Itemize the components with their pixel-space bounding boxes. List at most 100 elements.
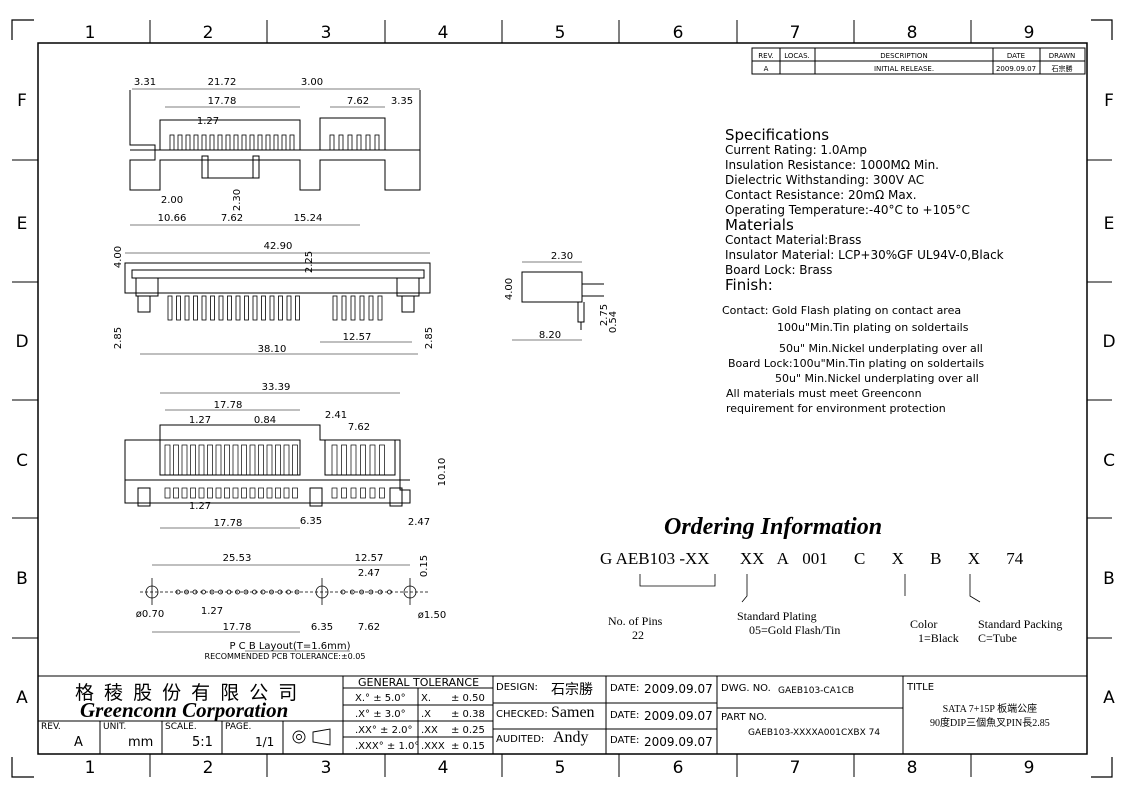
finish-line: All materials must meet Greenconn — [726, 387, 922, 400]
top-tooth — [185, 134, 191, 151]
code-part: C — [853, 549, 866, 568]
rev-value: A — [74, 735, 83, 750]
front-pin — [261, 295, 266, 321]
dimension-label: 10.10 — [437, 458, 448, 487]
top-tooth — [365, 134, 371, 151]
pcb-hole — [277, 589, 283, 595]
material-line: Board Lock: Brass — [725, 263, 833, 277]
top-tooth — [374, 134, 380, 151]
top-tooth — [338, 134, 344, 151]
rev-header-description: DESCRIPTION — [880, 52, 927, 60]
unit-value: mm — [128, 735, 154, 750]
bottom-tooth — [258, 444, 264, 476]
date-value: 2009.09.07 — [644, 709, 713, 723]
col-label-top: 5 — [555, 23, 566, 43]
bottom-pin — [283, 487, 290, 499]
front-pin — [227, 295, 232, 321]
dimension-label: 1.27 — [201, 606, 223, 617]
bottom-pin — [331, 487, 338, 499]
front-pin — [218, 295, 224, 321]
dimension-label: 25.53 — [223, 553, 252, 564]
row-label-left: C — [16, 451, 28, 471]
finish-line: Contact: Gold Flash plating on contact a… — [722, 304, 962, 317]
row-label-left: A — [16, 688, 28, 708]
finish-line: Board Lock:100u"Min.Tin plating on solde… — [728, 357, 985, 370]
code-part: A — [776, 549, 788, 568]
top-tooth — [289, 134, 295, 151]
top-tooth — [233, 134, 239, 151]
bottom-pin — [207, 487, 213, 499]
dimension-label: 8.20 — [539, 330, 561, 341]
dimension-label: 2.85 — [424, 327, 435, 349]
dimension-label: 17.78 — [208, 96, 237, 107]
bottom-tooth — [249, 444, 256, 476]
ordering-title: Ordering Information — [664, 514, 883, 540]
title-block-grid — [38, 675, 1087, 754]
audited-label: AUDITED: — [496, 734, 545, 745]
ordering-note-color: Color 1=Black — [910, 617, 959, 645]
checked-value: Samen — [551, 704, 595, 721]
dimension-label: 33.39 — [262, 382, 291, 393]
bottom-pin — [173, 487, 179, 499]
title-line: 90度DIP三個魚叉PIN長2.85 — [930, 718, 1050, 729]
pcb-hole — [269, 589, 274, 595]
pcb-hole — [226, 589, 232, 595]
bottom-tooth — [173, 444, 179, 476]
bottom-tooth — [292, 444, 298, 476]
finish-line: 50u" Min.Nickel underplating over all — [775, 372, 979, 385]
dimension-label: 17.78 — [223, 622, 252, 633]
note-value: 1=Black — [918, 631, 959, 645]
revision-table-text: REV. LOCAS. DESCRIPTION DATE DRAWN A INI… — [758, 52, 1075, 73]
top-tooth — [265, 134, 271, 151]
bottom-view-teeth — [164, 444, 385, 499]
front-pin — [193, 295, 198, 321]
title-line: SATA 7+15P 板端公座 — [942, 704, 1038, 715]
unit-label: UNIT. — [103, 722, 127, 732]
pcb-hole — [218, 589, 223, 595]
tolerance-key: X. — [421, 693, 432, 704]
code-part: 74 — [1006, 549, 1024, 568]
rev-header-drawn: DRAWN — [1049, 52, 1076, 60]
dimension-label: 0.15 — [419, 555, 430, 577]
rev-row-date: 2009.09.07 — [996, 65, 1036, 73]
grid-ticks — [12, 20, 1112, 777]
date-value: 2009.09.07 — [644, 735, 713, 749]
tolerance-title: GENERAL TOLERANCE — [358, 676, 480, 689]
bottom-tooth — [341, 444, 347, 476]
row-label-right: D — [1102, 332, 1115, 352]
company-name-en: Greenconn Corporation — [80, 698, 289, 722]
top-tooth — [193, 134, 199, 151]
pcb-tolerance: RECOMMENDED PCB TOLERANCE:±0.05 — [205, 652, 366, 661]
col-label-top: 6 — [673, 23, 684, 43]
col-label-top: 9 — [1024, 23, 1035, 43]
top-tooth — [257, 134, 263, 151]
bottom-tooth — [283, 444, 290, 476]
front-view-outline — [124, 262, 431, 313]
bottom-tooth — [379, 444, 385, 476]
pcb-hole — [184, 589, 189, 595]
dwg-no-label: DWG. NO. — [721, 683, 771, 694]
tolerance-linear: X.± 0.50 .X± 0.38 .XX± 0.25 .XXX± 0.15 — [421, 691, 485, 755]
bottom-tooth — [266, 444, 273, 476]
row-label-left: B — [16, 569, 28, 589]
col-label-bottom: 7 — [790, 758, 801, 778]
bottom-pin — [224, 487, 230, 499]
row-label-right: E — [1104, 214, 1115, 234]
spec-line: Contact Resistance: 20mΩ Max. — [725, 188, 917, 202]
pcb-hole — [235, 589, 240, 595]
spec-line: Operating Temperature:-40°C to +105°C — [725, 203, 970, 217]
bottom-pin — [198, 487, 205, 499]
pcb-caption: P C B Layout(T=1.6mm) — [229, 641, 350, 652]
bottom-pin — [369, 487, 376, 499]
rev-row-drawn: 石宗勝 — [1052, 64, 1073, 73]
dimension-label: 15.24 — [294, 213, 323, 224]
tolerance-value: ± 0.38 — [451, 709, 485, 720]
dimension-label: 7.62 — [347, 96, 369, 107]
scale-label: SCALE. — [165, 722, 197, 732]
dimension-label: 7.62 — [358, 622, 380, 633]
dimension-label: 7.62 — [221, 213, 243, 224]
grid-labels: 1 2 3 4 5 6 7 8 9 1 2 3 4 5 6 7 8 9 F E … — [15, 23, 1115, 778]
code-part: G — [600, 549, 613, 568]
top-tooth — [356, 134, 362, 151]
